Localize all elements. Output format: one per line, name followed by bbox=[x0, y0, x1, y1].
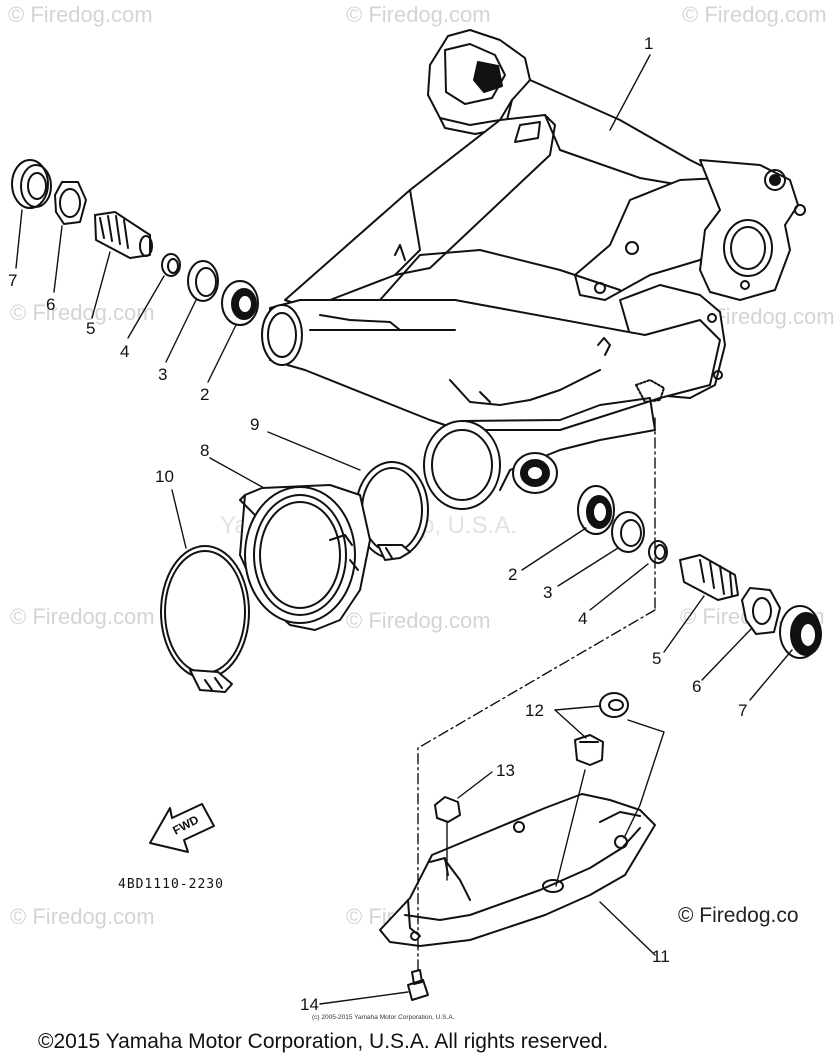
forward-arrow-icon bbox=[149, 803, 215, 853]
callout-6-left: 6 bbox=[46, 295, 56, 314]
watermark: © Firedog.com bbox=[8, 2, 153, 27]
callout-12: 12 bbox=[525, 701, 544, 720]
right-pivot-parts bbox=[577, 485, 822, 659]
callout-7-left: 7 bbox=[8, 271, 18, 290]
firedog-watermark: © Firedog.co bbox=[678, 904, 799, 927]
callout-5-left: 5 bbox=[86, 319, 96, 338]
watermark: © Firedog.com bbox=[10, 300, 155, 325]
callout-3-left: 3 bbox=[158, 365, 168, 384]
callout-8: 8 bbox=[200, 441, 210, 460]
left-pivot-parts bbox=[11, 159, 259, 326]
watermark: © Firedog.com bbox=[682, 2, 827, 27]
swingarm bbox=[261, 29, 806, 510]
leader-lines bbox=[15, 54, 793, 1005]
callout-2-right: 2 bbox=[508, 565, 518, 584]
watermark: © Firedog.com bbox=[346, 2, 491, 27]
callout-11: 11 bbox=[652, 947, 670, 966]
callout-4-left: 4 bbox=[120, 342, 130, 361]
callout-13: 13 bbox=[496, 761, 515, 780]
callout-4-right: 4 bbox=[578, 609, 588, 628]
callout-14: 14 bbox=[300, 995, 319, 1014]
callout-6-right: 6 bbox=[692, 677, 702, 696]
watermark: © Firedog.com bbox=[346, 608, 491, 633]
callout-10: 10 bbox=[155, 467, 174, 486]
callout-3-right: 3 bbox=[543, 583, 553, 602]
callout-2-left: 2 bbox=[200, 385, 210, 404]
watermark: © Firedog.com bbox=[10, 904, 155, 929]
callout-9: 9 bbox=[250, 415, 260, 434]
watermark: © Firedog.com bbox=[10, 604, 155, 629]
chain-guard-assembly bbox=[379, 692, 656, 1001]
callout-5-right: 5 bbox=[652, 649, 662, 668]
callout-1: 1 bbox=[644, 34, 654, 53]
fine-print: (c) 2005-2015 Yamaha Motor Corporation, … bbox=[312, 1014, 455, 1021]
dust-boot-assembly bbox=[160, 461, 429, 693]
copyright-footer: ©2015 Yamaha Motor Corporation, U.S.A. A… bbox=[38, 1030, 609, 1053]
callout-7-right: 7 bbox=[738, 701, 748, 720]
diagram-code: 4BD1110-2230 bbox=[118, 877, 224, 892]
